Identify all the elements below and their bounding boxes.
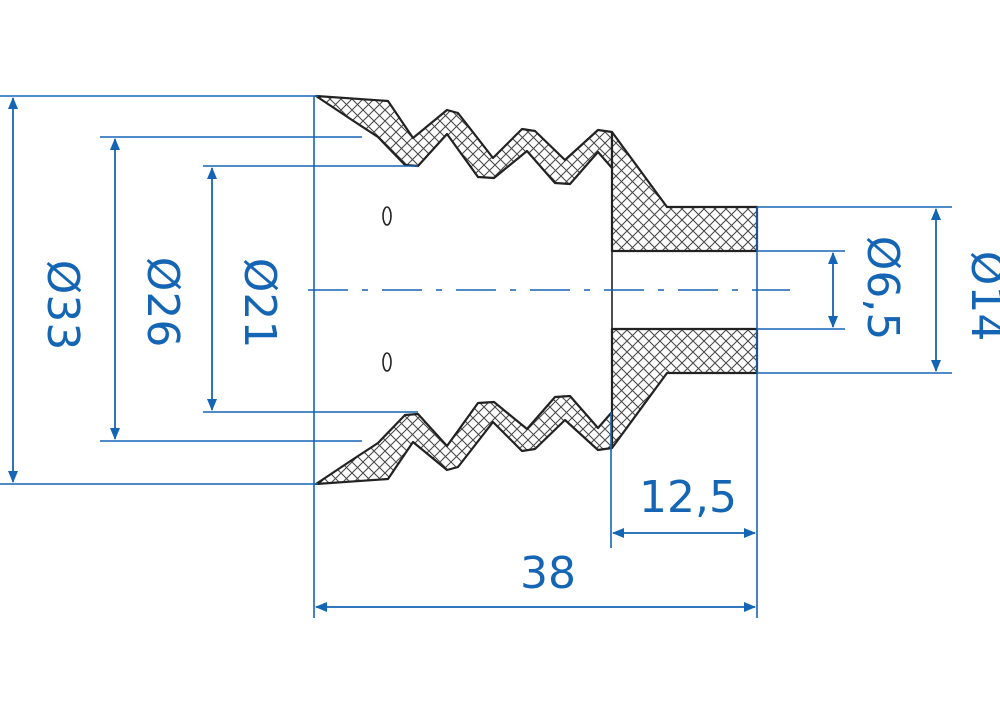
lower-hub [610,327,759,450]
dimension-lines [8,97,941,612]
label-mid-diameter: Ø26 [137,257,188,348]
extension-lines [0,95,952,618]
label-outer-diameter: Ø33 [37,260,88,351]
lower-bellows-wall [314,394,614,486]
vent-hole-lower [382,352,392,372]
upper-bellows-wall [314,94,614,186]
upper-hub [610,130,759,253]
label-inner-diameter: Ø21 [234,258,285,349]
label-total-length: 38 [520,548,576,599]
label-neck-diameter: Ø14 [961,251,1000,342]
bellows-section [308,94,790,486]
vent-hole-upper [382,206,392,226]
label-bore-diameter: Ø6,5 [857,236,908,341]
label-neck-length: 12,5 [639,472,737,523]
